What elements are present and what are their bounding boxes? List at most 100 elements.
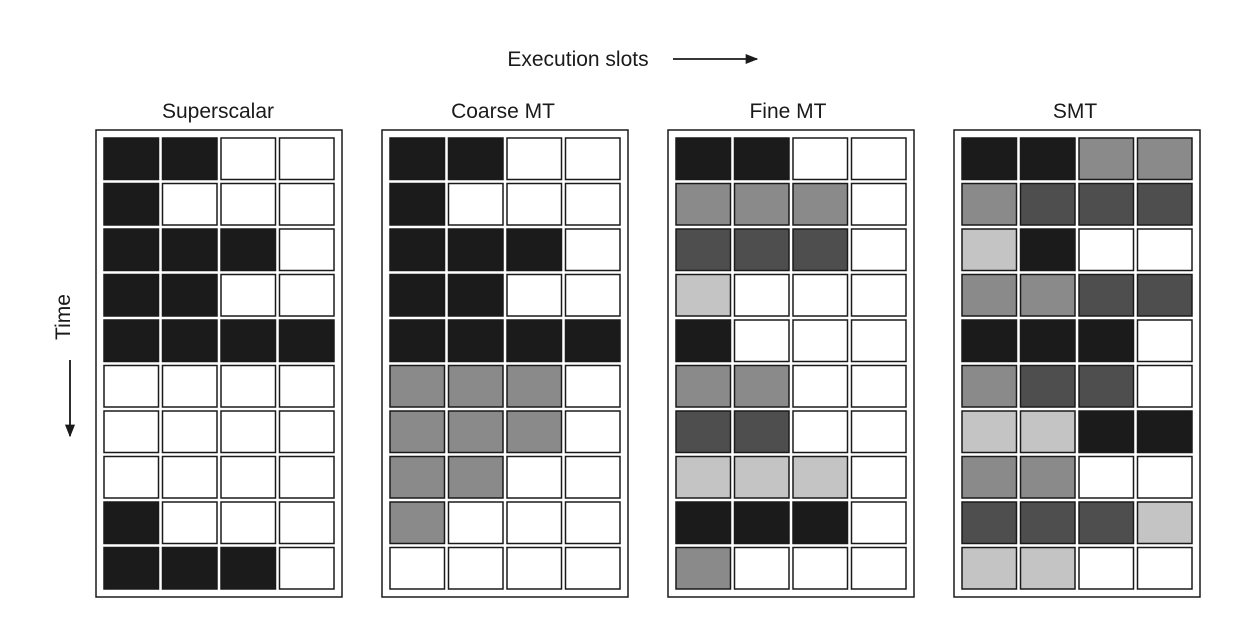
slot-cell-empty bbox=[278, 410, 335, 454]
slot-cell-empty bbox=[1136, 364, 1193, 408]
slot-cell-empty bbox=[220, 410, 277, 454]
slot-cell-light bbox=[961, 546, 1018, 590]
panel-smt bbox=[953, 129, 1201, 598]
slot-cell-light bbox=[675, 455, 732, 499]
slot-cell-empty bbox=[278, 182, 335, 226]
slot-cell-black bbox=[161, 228, 218, 272]
slot-cell-empty bbox=[506, 501, 563, 545]
slot-cell-black bbox=[161, 273, 218, 317]
slot-cell-light bbox=[733, 455, 790, 499]
slot-cell-empty bbox=[850, 546, 907, 590]
slot-cell-black bbox=[103, 137, 160, 181]
slot-cell-empty bbox=[1136, 319, 1193, 363]
slot-cell-empty bbox=[278, 501, 335, 545]
slot-cell-black bbox=[220, 546, 277, 590]
panel-coarse-mt bbox=[381, 129, 629, 598]
slot-cell-dark bbox=[1078, 182, 1135, 226]
slot-cell-empty bbox=[733, 273, 790, 317]
panel-fine-mt bbox=[667, 129, 915, 598]
slot-cell-empty bbox=[564, 546, 621, 590]
slot-cell-dark bbox=[1019, 182, 1076, 226]
slot-cell-mid bbox=[961, 364, 1018, 408]
slot-cell-black bbox=[447, 273, 504, 317]
slot-cell-empty bbox=[850, 501, 907, 545]
slot-cell-dark bbox=[1078, 273, 1135, 317]
slot-cell-empty bbox=[447, 182, 504, 226]
slot-cell-black bbox=[675, 137, 732, 181]
slot-cell-empty bbox=[278, 455, 335, 499]
slot-cell-empty bbox=[792, 137, 849, 181]
slot-cell-mid bbox=[961, 273, 1018, 317]
slot-cell-empty bbox=[447, 546, 504, 590]
slot-cell-empty bbox=[506, 137, 563, 181]
slot-cell-mid bbox=[447, 410, 504, 454]
slot-cell-empty bbox=[1136, 455, 1193, 499]
slot-cell-empty bbox=[1078, 546, 1135, 590]
slot-cell-black bbox=[389, 273, 446, 317]
slot-cell-dark bbox=[961, 501, 1018, 545]
slot-cell-mid bbox=[733, 182, 790, 226]
slot-cell-dark bbox=[733, 228, 790, 272]
slot-cell-black bbox=[389, 137, 446, 181]
slot-cell-empty bbox=[564, 455, 621, 499]
slot-cell-empty bbox=[161, 364, 218, 408]
slot-cell-empty bbox=[850, 273, 907, 317]
slot-cell-black bbox=[103, 546, 160, 590]
slot-cell-dark bbox=[1078, 501, 1135, 545]
slot-cell-black bbox=[103, 182, 160, 226]
slot-cell-empty bbox=[389, 546, 446, 590]
slot-cell-black bbox=[675, 319, 732, 363]
slot-cell-black bbox=[161, 319, 218, 363]
slot-cell-black bbox=[564, 319, 621, 363]
slot-cell-dark bbox=[1019, 501, 1076, 545]
slot-cell-empty bbox=[1136, 228, 1193, 272]
slot-cell-light bbox=[1019, 410, 1076, 454]
slot-cell-empty bbox=[278, 228, 335, 272]
slot-cell-black bbox=[447, 228, 504, 272]
slot-cell-mid bbox=[389, 455, 446, 499]
slot-cell-empty bbox=[1078, 228, 1135, 272]
slot-cell-empty bbox=[564, 364, 621, 408]
slot-cell-black bbox=[161, 137, 218, 181]
panel-title-smt: SMT bbox=[1053, 100, 1098, 123]
slot-cell-dark bbox=[675, 228, 732, 272]
slot-cell-black bbox=[447, 319, 504, 363]
slot-cell-mid bbox=[961, 455, 1018, 499]
slot-cell-empty bbox=[792, 273, 849, 317]
slot-cell-black bbox=[389, 319, 446, 363]
slot-cell-empty bbox=[564, 137, 621, 181]
slot-cell-empty bbox=[161, 182, 218, 226]
slot-cell-empty bbox=[506, 546, 563, 590]
slot-cell-empty bbox=[447, 501, 504, 545]
slot-cell-empty bbox=[733, 546, 790, 590]
slot-cell-black bbox=[1136, 410, 1193, 454]
slot-cell-black bbox=[1019, 137, 1076, 181]
slot-cell-black bbox=[161, 546, 218, 590]
panel-superscalar bbox=[95, 129, 343, 598]
slot-cell-mid bbox=[675, 182, 732, 226]
slot-cell-empty bbox=[220, 182, 277, 226]
slot-cell-dark bbox=[1019, 364, 1076, 408]
slot-cell-empty bbox=[564, 228, 621, 272]
slot-cell-empty bbox=[103, 410, 160, 454]
slot-cell-black bbox=[506, 319, 563, 363]
slot-cell-dark bbox=[1136, 273, 1193, 317]
slot-cell-black bbox=[733, 501, 790, 545]
slot-cell-mid bbox=[733, 364, 790, 408]
slot-cell-empty bbox=[278, 273, 335, 317]
slot-cell-empty bbox=[850, 364, 907, 408]
slot-cell-empty bbox=[850, 182, 907, 226]
slot-cell-black bbox=[961, 319, 1018, 363]
slot-cell-mid bbox=[961, 182, 1018, 226]
slot-cell-empty bbox=[850, 137, 907, 181]
slot-cell-light bbox=[961, 410, 1018, 454]
slot-cell-empty bbox=[161, 455, 218, 499]
slot-cell-empty bbox=[564, 273, 621, 317]
slot-cell-empty bbox=[161, 501, 218, 545]
slot-cell-empty bbox=[278, 364, 335, 408]
slot-cell-empty bbox=[1136, 546, 1193, 590]
panel-title-fine-mt: Fine MT bbox=[749, 100, 826, 123]
slot-cell-mid bbox=[447, 455, 504, 499]
slot-cell-black bbox=[733, 137, 790, 181]
